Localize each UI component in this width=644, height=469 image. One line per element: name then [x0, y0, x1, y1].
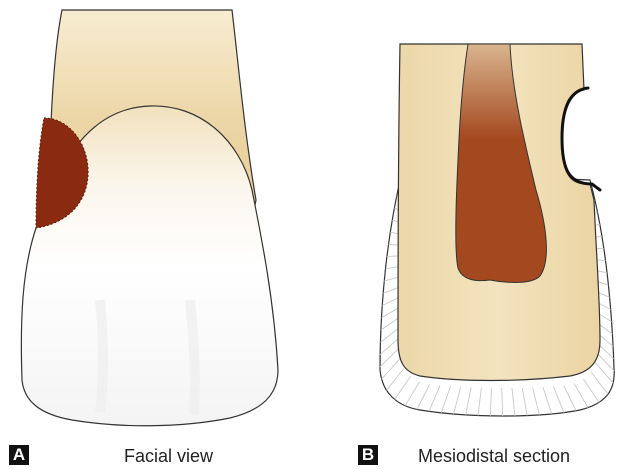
panel-a-caption: Facial view: [124, 446, 213, 466]
panel-a-badge: A: [9, 445, 29, 465]
crown-shading: [190, 300, 195, 414]
facial-view-tooth: [21, 10, 278, 426]
panel-b-caption: Mesiodistal section: [418, 446, 570, 466]
mesiodistal-section-tooth: [380, 44, 614, 416]
panel-b-badge: B: [358, 445, 378, 465]
crown-shading: [100, 300, 103, 412]
